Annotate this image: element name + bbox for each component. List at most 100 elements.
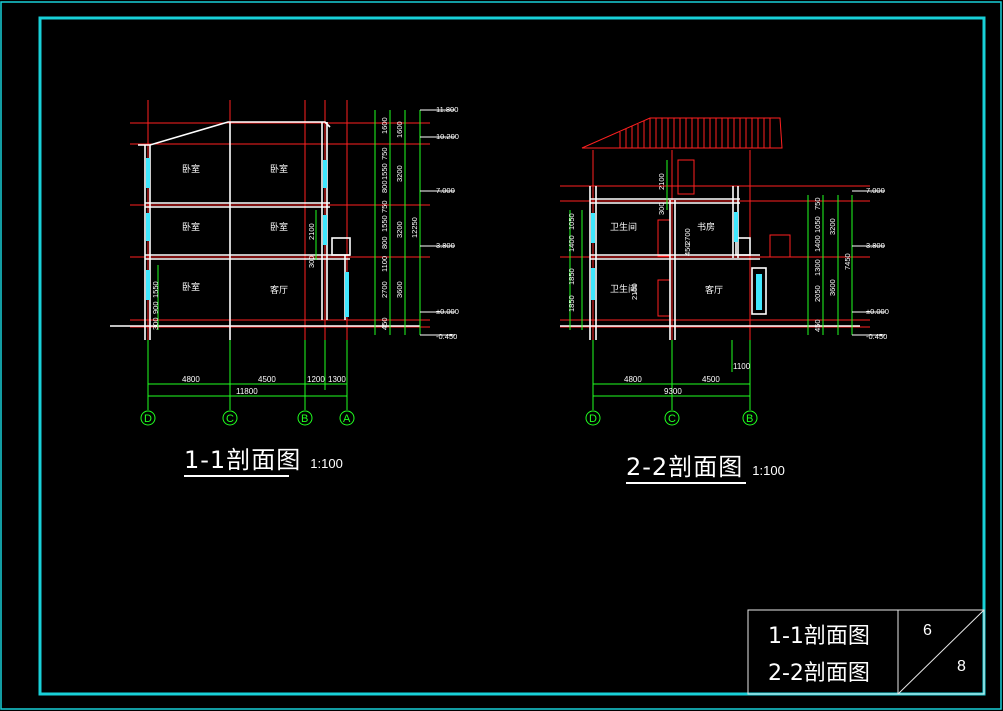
section2-title-group: 2-2剖面图 1:100 (626, 447, 785, 484)
section2-grid-bubble-b: B (746, 413, 753, 425)
section2-level: 7.000 (866, 186, 885, 195)
section2-grid-bubble-d-circle (585, 410, 601, 426)
inner-border (38, 16, 986, 696)
section2-level: -0.450 (866, 332, 887, 341)
section2-right-dim: 450 (813, 319, 822, 332)
section2-title-underline (626, 482, 746, 484)
section2-right-total: 3200 (828, 218, 837, 235)
section1-room-label: 卧室 (270, 163, 288, 174)
section2-left-dim: 1400 (567, 235, 576, 252)
titleblock-line1: 1-1剖面图 (768, 624, 870, 649)
section2-right-dim: 1050 (813, 216, 822, 233)
section1-room-label: 卧室 (182, 281, 200, 292)
section-2-2-drawing (560, 117, 885, 410)
section1-grid-bubble-a: A (343, 413, 351, 425)
section1-title-underline (184, 475, 289, 477)
section1-right-dim: 800 (380, 180, 389, 193)
section2-left-dim: 1050 (567, 213, 576, 230)
section2-room-label: 书房 (697, 221, 715, 232)
section2-right-dim: 750 (813, 197, 822, 210)
section1-grid-bubble-b-circle (297, 410, 313, 426)
section1-dimension-lines (147, 110, 421, 410)
section1-grid-bubble-b: B (301, 413, 308, 425)
section2-scale: 1:100 (752, 463, 785, 478)
section1-level: 11.800 (436, 105, 458, 114)
section1-right-dim: 1550 (380, 163, 389, 180)
section2-total-dim: 9300 (664, 387, 682, 396)
section1-inner-dim: 300 (307, 255, 316, 268)
section2-left-dim: 1850 (567, 295, 576, 312)
section2-right-dim: 2050 (813, 285, 822, 302)
section1-bottom-dim: 1200 (307, 375, 325, 384)
section1-scale: 1:100 (310, 456, 343, 471)
section1-level: 7.000 (436, 186, 455, 195)
section2-title: 2-2剖面图 (626, 453, 744, 481)
section1-room-label: 卧室 (182, 163, 200, 174)
section1-level-markers (420, 109, 455, 336)
titleblock-sheet-no: 6 (923, 622, 932, 639)
section1-grid-bubble-d-circle (140, 410, 156, 426)
section1-grid-bubble-c: C (226, 413, 234, 425)
section2-inner-dim: 2100 (630, 283, 639, 300)
section1-inner-dim: 300 (151, 317, 160, 330)
section2-inner-dim: 450 (683, 243, 692, 256)
section1-right-dim: 800 (380, 236, 389, 249)
section1-title: 1-1剖面图 (184, 446, 302, 474)
section1-total-dim: 11800 (236, 387, 258, 396)
section2-grid-bubble-c: C (668, 413, 676, 425)
section2-grid-bubble-d: D (589, 413, 597, 425)
section2-level: 3.800 (866, 241, 885, 250)
section2-right-total: 7450 (843, 253, 852, 270)
titleblock-sheet-total: 8 (957, 658, 966, 675)
section2-inner-dim: 300 (657, 202, 666, 215)
section2-grid-bubble-b-circle (742, 410, 758, 426)
section2-level-markers (852, 190, 885, 336)
section1-grid-bubble-a-circle (339, 410, 355, 426)
section2-room-label: 卫生间 (610, 221, 637, 232)
section2-level: ±0.000 (866, 307, 889, 316)
section1-right-dim: 1100 (380, 256, 389, 272)
title-block (747, 609, 985, 695)
section2-axis-lines (560, 117, 870, 345)
section1-room-label: 卧室 (182, 221, 200, 232)
section2-left-dim: 1850 (567, 268, 576, 285)
section2-roof-hatch (619, 118, 771, 148)
section2-right-total: 3600 (828, 279, 837, 296)
section1-right-total: 3200 (395, 165, 404, 182)
section2-room-label: 卫生间 (610, 283, 637, 294)
section2-grid-bubble-c-circle (664, 410, 680, 426)
section2-inner-dim: 2100 (657, 173, 666, 190)
section2-right-dim: 1300 (813, 259, 822, 276)
section1-grid-bubble-d: D (144, 413, 152, 425)
section2-extra-dim: 1100 (733, 362, 751, 371)
section-1-1-drawing (110, 100, 455, 410)
section1-bottom-dim: 4500 (258, 375, 276, 384)
section2-walls (560, 186, 860, 340)
section1-right-total: 3600 (395, 281, 404, 298)
section1-axis-lines (130, 100, 430, 345)
section2-bottom-dim: 4800 (624, 375, 642, 384)
section1-right-total: 12250 (410, 217, 419, 238)
section1-right-dim: 1550 (380, 215, 389, 232)
section1-level: ±0.000 (436, 307, 459, 316)
section1-inner-dim: 1550 (151, 281, 160, 298)
section2-bottom-dim: 4500 (702, 375, 720, 384)
section1-inner-dim: 900 (151, 301, 160, 314)
section1-level: 3.800 (436, 241, 455, 250)
section1-right-dim: 1600 (380, 117, 389, 134)
section1-bottom-dim: 4800 (182, 375, 200, 384)
section1-right-total: 3200 (395, 221, 404, 238)
section1-level: -0.450 (436, 332, 457, 341)
section1-bottom-dim: 1300 (328, 375, 346, 384)
section2-windows (591, 212, 762, 310)
section1-right-dim: 2700 (380, 281, 389, 298)
section1-room-label: 卧室 (270, 221, 288, 232)
section1-windows (146, 158, 349, 317)
section1-title-group: 1-1剖面图 1:100 (184, 440, 343, 477)
section1-right-dim: 750 (380, 147, 389, 160)
section2-room-label: 客厅 (705, 284, 723, 295)
section1-level: 10.200 (436, 132, 459, 141)
section1-grid-bubble-c-circle (222, 410, 238, 426)
